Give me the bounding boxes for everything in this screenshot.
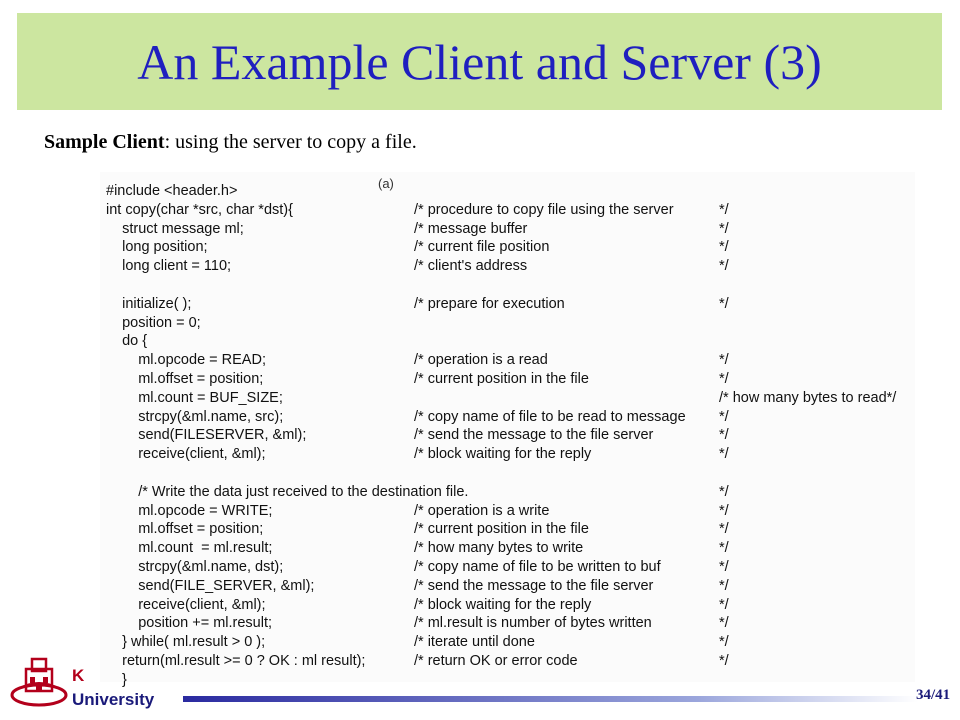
code-comment: /* block waiting for the reply	[414, 446, 592, 463]
code-comment: /* client's address	[414, 258, 528, 275]
code-line: position += ml.result;	[106, 615, 273, 632]
footer-bar	[183, 696, 918, 702]
code-line: strcpy(&ml.name, dst);	[106, 559, 284, 575]
comment-end-mark: */	[719, 521, 729, 538]
code-line: long position;	[106, 239, 208, 256]
comment-end-mark: */	[719, 559, 729, 575]
code-line: ml.count = ml.result;	[106, 540, 273, 557]
code-line: long client = 110;	[106, 258, 232, 275]
title-bar: An Example Client and Server (3)	[17, 13, 942, 110]
code-line: ml.opcode = WRITE;	[106, 502, 273, 519]
code-line: send(FILESERVER, &ml);	[106, 427, 307, 444]
comment-end-mark: */	[719, 239, 729, 256]
code-comment: /* current position in the file	[414, 371, 589, 387]
code-line: do {	[106, 333, 148, 350]
code-comment: /* ml.result is number of bytes written	[414, 615, 652, 632]
code-figure	[100, 172, 915, 682]
code-line: struct message ml;	[106, 220, 244, 237]
page-number: 34/41	[916, 687, 951, 703]
university-name: University	[72, 690, 155, 709]
code-comment: /* message buffer	[414, 220, 528, 237]
code-comment: /* prepare for execution	[414, 295, 565, 312]
code-line: return(ml.result >= 0 ? OK : ml result);	[106, 653, 366, 669]
code-comment: /* iterate until done	[414, 634, 535, 651]
comment-end-mark: */	[719, 502, 729, 519]
code-line: ml.opcode = READ;	[106, 352, 266, 369]
code-line: ml.offset = position;	[106, 371, 264, 387]
code-comment: /* current position in the file	[414, 521, 589, 538]
comment-end-mark: */	[719, 653, 729, 669]
code-comment: /* return OK or error code	[414, 653, 578, 669]
comment-end-mark: */	[719, 201, 729, 218]
code-comment: /* copy name of file to be read to messa…	[414, 408, 686, 425]
university-k: K	[72, 666, 85, 685]
slide-subtitle: Sample Client: using the server to copy …	[44, 131, 417, 154]
code-comment: /* copy name of file to be written to bu…	[414, 559, 661, 575]
code-line: #include <header.h>	[106, 183, 238, 199]
comment-end-mark: */	[719, 371, 729, 387]
code-line: int copy(char *src, char *dst){	[106, 201, 293, 218]
code-line: initialize( );	[106, 295, 192, 312]
code-line: } while( ml.result > 0 );	[106, 634, 266, 651]
comment-end-mark: */	[719, 352, 729, 369]
comment-end-mark: */	[719, 427, 729, 444]
code-line: ml.count = BUF_SIZE;	[106, 389, 283, 406]
subtitle-rest: : using the server to copy a file.	[164, 131, 417, 153]
comment-end-mark: */	[719, 446, 729, 463]
code-line: send(FILE_SERVER, &ml);	[106, 577, 315, 594]
code-line: position = 0;	[106, 314, 201, 331]
comment-end-mark: */	[719, 596, 729, 613]
code-comment: /* block waiting for the reply	[414, 596, 592, 613]
code-comment: /* how many bytes to write	[414, 540, 584, 557]
code-comment: /* operation is a write	[414, 502, 550, 519]
code-line: ml.offset = position;	[106, 521, 264, 538]
code-line: strcpy(&ml.name, src);	[106, 408, 284, 425]
closing-brace: }	[122, 671, 127, 688]
subtitle-bold: Sample Client	[44, 131, 165, 153]
code-comment: /* current file position	[414, 239, 550, 256]
comment-end-mark: /* how many bytes to read*/	[719, 389, 897, 406]
comment-end-mark: */	[719, 408, 729, 425]
figure-label: (a)	[378, 176, 394, 191]
code-comment: /* send the message to the file server	[414, 427, 654, 444]
code-comment: /* operation is a read	[414, 352, 548, 369]
comment-end-mark: */	[719, 483, 729, 500]
code-line: receive(client, &ml);	[106, 596, 266, 613]
slide-title: An Example Client and Server (3)	[137, 34, 822, 90]
comment-end-mark: */	[719, 577, 729, 594]
comment-end-mark: */	[719, 634, 729, 651]
comment-end-mark: */	[719, 615, 729, 632]
code-comment: /* send the message to the file server	[414, 577, 654, 594]
comment-end-mark: */	[719, 295, 729, 312]
university-logo-icon	[10, 657, 68, 707]
comment-end-mark: */	[719, 258, 729, 275]
code-comment: /* procedure to copy file using the serv…	[414, 201, 674, 218]
comment-end-mark: */	[719, 220, 729, 237]
comment-end-mark: */	[719, 540, 729, 557]
code-line: /* Write the data just received to the d…	[106, 483, 469, 500]
code-line: receive(client, &ml);	[106, 446, 266, 463]
